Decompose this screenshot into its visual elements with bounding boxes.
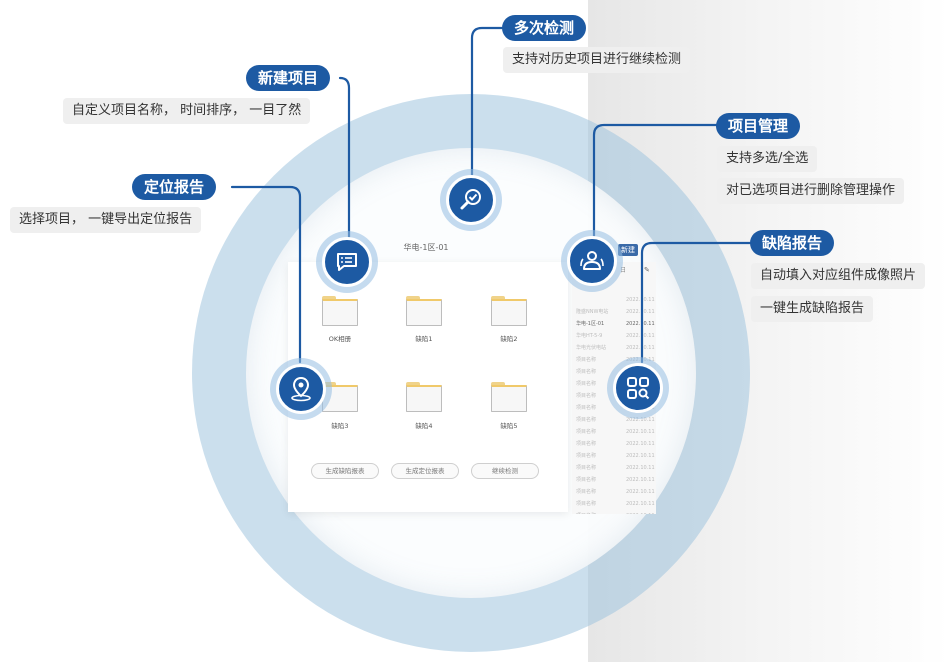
new-project-title: 新建项目 [246, 65, 331, 91]
locate-report-icon-badge[interactable] [270, 358, 332, 420]
folder-icon[interactable] [406, 382, 442, 412]
list-item-date: 2022.10.11 [626, 510, 655, 514]
list-item-name: 项目名称 [576, 510, 596, 514]
defect-report-desc-1: 自动填入对应组件成像照片 [751, 263, 926, 289]
defect-report-title: 缺陷报告 [750, 230, 835, 256]
list-item-date: 2022.10.11 [626, 453, 655, 459]
multi-detect-title: 多次检测 [502, 15, 587, 41]
list-item[interactable]: 项目名称 2022.10.11 [574, 438, 655, 450]
list-item-date: 2022.10.11 [626, 297, 655, 303]
list-item-name: 项目名称 [576, 501, 597, 507]
list-item-name: 项目名称 [576, 393, 597, 399]
folder-icon[interactable] [406, 296, 442, 326]
list-item-name: 项目名称 [576, 477, 597, 483]
folder-label: 缺陷4 [415, 422, 433, 430]
list-item[interactable]: 项目名称 2022.10.11 [574, 474, 655, 486]
folder-label: 缺陷3 [331, 422, 349, 430]
list-item-date: 2022.10.11 [626, 441, 655, 447]
project-mgmt-icon-badge[interactable] [561, 230, 623, 292]
project-mgmt-desc-2: 对已选项目进行删除管理操作 [717, 178, 905, 204]
list-item[interactable]: 华电HT-5-9 2022.10.11 [574, 330, 655, 342]
list-item-name: 隆盛NNW电站 [576, 309, 609, 315]
list-item[interactable]: 华电光伏电站 2022.10.11 [574, 342, 655, 354]
list-item-date: 2022.10.11 [626, 477, 655, 483]
locate-report-desc: 选择项目， 一键导出定位报告 [10, 207, 202, 233]
generate-location-report-button[interactable]: 生成定位报表 [391, 463, 459, 479]
location-pin-icon [291, 376, 311, 402]
generate-defect-report-button[interactable]: 生成缺陷报表 [311, 463, 379, 479]
mock-header-title: 华电-1区-01 [403, 243, 449, 252]
list-item-name: 项目名称 [576, 417, 597, 423]
list-item[interactable]: 隆盛NNW电站 2022.10.11 [574, 306, 655, 318]
list-item-date: 2022.10.11 [626, 309, 655, 315]
folder-label: 缺陷2 [500, 335, 518, 343]
defect-report-icon-badge[interactable] [607, 357, 669, 419]
edit-icon[interactable]: ✎ [644, 266, 650, 274]
list-header-date: 日 [620, 267, 627, 274]
folder-icon[interactable] [491, 382, 527, 412]
project-mgmt-desc-1: 支持多选/全选 [717, 146, 818, 172]
list-item-name: 华电HT-5-9 [576, 333, 603, 339]
locate-report-title: 定位报告 [132, 174, 217, 200]
folder-label: OK相册 [328, 335, 352, 343]
list-item[interactable]: 项目名称 2022.10.11 [574, 414, 655, 426]
new-project-desc: 自定义项目名称， 时间排序， 一目了然 [63, 98, 311, 124]
list-item[interactable]: 项目名称 2022.10.11 [574, 486, 655, 498]
list-item-date: 2022.10.11 [626, 429, 655, 435]
list-item-date: 2022.10.11 [626, 321, 655, 327]
list-item-name: 项目名称 [576, 453, 597, 459]
list-item-name: 项目名称 [576, 357, 597, 363]
list-item-name: 华电光伏电站 [576, 345, 607, 351]
list-item-name: 项目名称 [576, 381, 597, 387]
list-item-name: 项目名称 [576, 465, 597, 471]
list-item-date: 2022.10.11 [626, 333, 655, 339]
new-badge[interactable]: 新建 [618, 244, 638, 256]
multi-detect-desc: 支持对历史项目进行继续检测 [503, 47, 691, 73]
list-item-name: 项目名称 [576, 405, 597, 411]
multi-detect-icon-badge[interactable] [440, 169, 502, 231]
list-item-date: 2022.10.11 [626, 465, 655, 471]
chat-icon [337, 253, 357, 271]
continue-detect-button[interactable]: 继续检测 [471, 463, 539, 479]
list-item[interactable]: 项目名称 2022.10.11 [574, 450, 655, 462]
list-item-name: 华电-1区-01 [576, 321, 605, 327]
folder-icon[interactable] [322, 296, 358, 326]
list-item[interactable]: 项目名称 2022.10.11 [574, 510, 655, 514]
list-item-date: 2022.10.11 [626, 501, 655, 507]
list-item[interactable]: 2022.10.11 [574, 294, 655, 306]
list-item-date: 2022.10.11 [626, 345, 655, 351]
folder-icon[interactable] [491, 296, 527, 326]
list-item[interactable]: 华电-1区-01 2022.10.11 [574, 318, 655, 330]
defect-report-desc-2: 一键生成缺陷报告 [751, 296, 874, 322]
list-item-name: 项目名称 [576, 489, 597, 495]
list-item[interactable]: 项目名称 2022.10.11 [574, 462, 655, 474]
grid-search-icon [627, 377, 650, 400]
list-item-name: 项目名称 [576, 429, 597, 435]
list-item[interactable]: 项目名称 2022.10.11 [574, 426, 655, 438]
project-mgmt-title: 项目管理 [716, 113, 801, 139]
folder-label: 缺陷5 [500, 422, 518, 430]
list-item[interactable]: 项目名称 2022.10.11 [574, 498, 655, 510]
list-item-name: 项目名称 [576, 441, 597, 447]
list-item-date: 2022.10.11 [626, 489, 655, 495]
list-item-name: 项目名称 [576, 369, 597, 375]
search-check-icon [460, 189, 481, 210]
new-project-icon-badge[interactable] [316, 231, 378, 293]
users-icon [580, 251, 604, 270]
list-item-date: 2022.10.11 [626, 417, 655, 423]
folder-label: 缺陷1 [415, 335, 433, 343]
